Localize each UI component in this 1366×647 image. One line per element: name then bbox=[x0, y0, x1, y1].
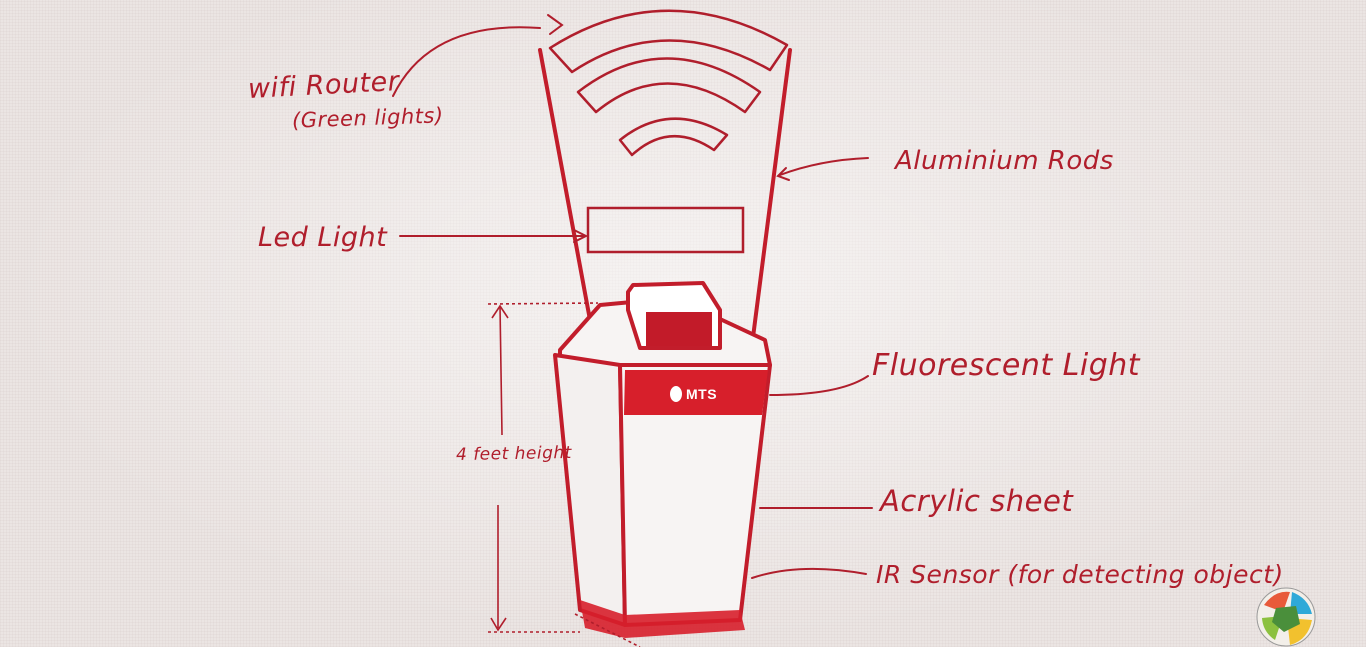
height-dimension bbox=[487, 302, 641, 647]
fluorescent-light-label: Fluorescent Light bbox=[872, 348, 1141, 383]
ir-sensor-label: IR Sensor (for detecting object) bbox=[876, 560, 1284, 589]
leader-lines bbox=[392, 14, 873, 579]
mts-brand-text: MTS bbox=[686, 386, 718, 402]
acrylic-sheet-label: Acrylic sheet bbox=[880, 484, 1074, 518]
aluminium-rods-label: Aluminium Rods bbox=[895, 146, 1114, 176]
globe-logo bbox=[1256, 587, 1316, 647]
led-light-bar bbox=[586, 206, 745, 254]
kiosk-body bbox=[553, 281, 772, 638]
height-label: 4 feet height bbox=[455, 442, 573, 466]
led-light-label: Led Light bbox=[258, 222, 388, 253]
wifi-signal-icon bbox=[548, 9, 789, 157]
mts-egg-icon bbox=[670, 386, 682, 402]
